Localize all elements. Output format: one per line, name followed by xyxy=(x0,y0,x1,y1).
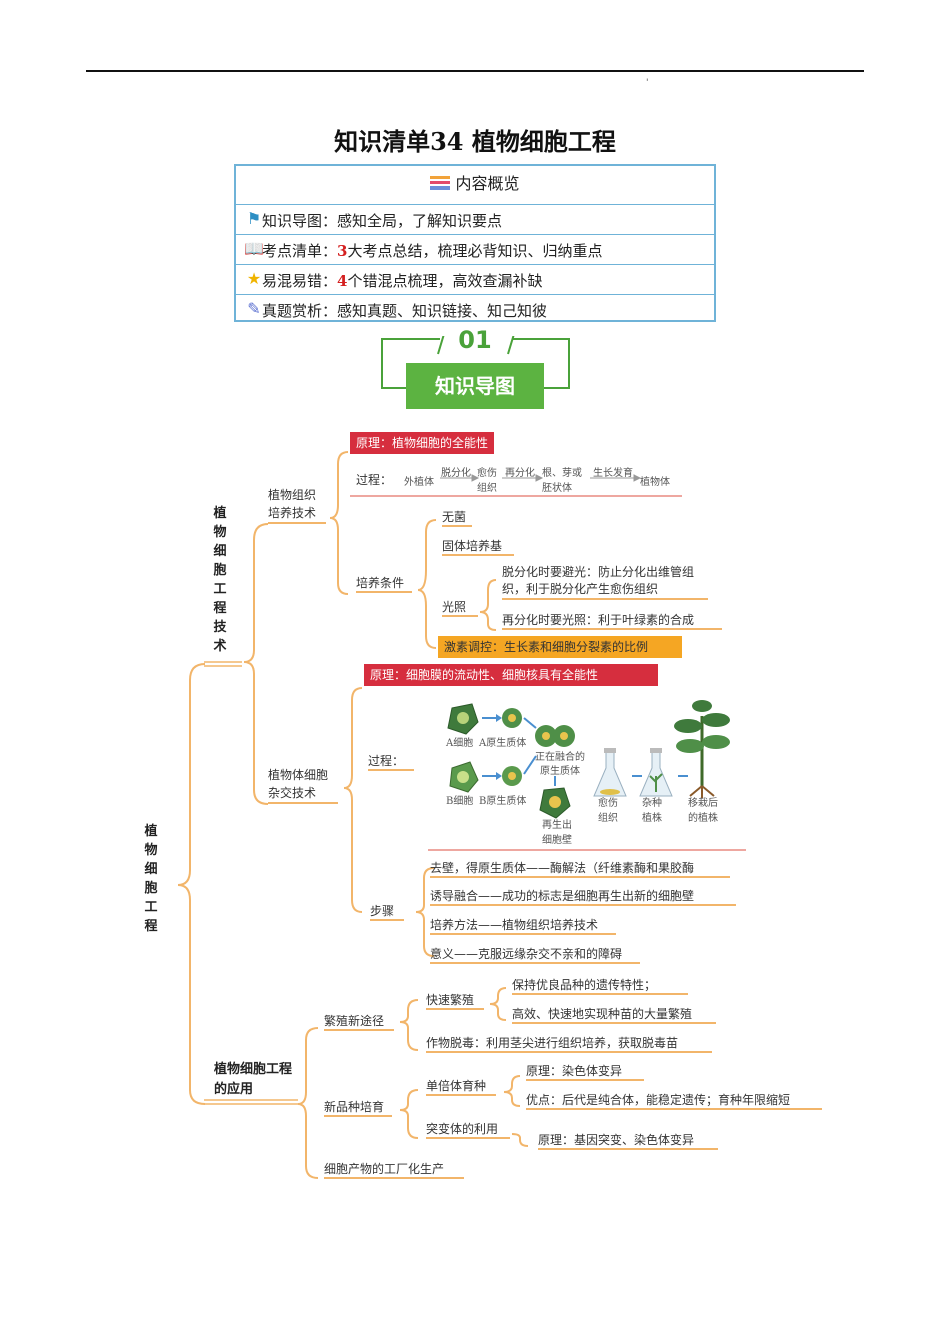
quiz-icon: ✎ xyxy=(247,299,261,318)
step-redifferentiation: 再分化 xyxy=(505,468,535,479)
fig-a-proto: A原生质体 xyxy=(479,738,527,749)
fig-transplant: 移栽后的植株 xyxy=(688,798,718,824)
corner-mark: ' xyxy=(646,78,649,88)
condition-medium: 固体培养基 xyxy=(442,537,514,556)
fig-b-cell: B细胞 xyxy=(446,796,474,807)
fig-hybrid-plant: 杂种植株 xyxy=(642,798,662,824)
mutant-principle: 原理：基因突变、染色体变异 xyxy=(538,1131,718,1150)
header-rule xyxy=(86,70,864,72)
hybrid-process-label: 过程： xyxy=(368,752,414,771)
haploid-label: 单倍体育种 xyxy=(426,1077,496,1096)
section-banner: 知识导图 xyxy=(406,363,544,409)
fig-b-proto: B原生质体 xyxy=(479,796,527,807)
tissue-culture-label: 植物组织培养技术 xyxy=(268,486,326,524)
plant-icon xyxy=(674,700,730,798)
tissue-principle-box: 原理：植物细胞的全能性 xyxy=(350,432,495,454)
branch-tech-label: 植物细胞工程技术 xyxy=(213,506,227,654)
b-cell-icon xyxy=(449,761,479,793)
overview-row: ★ 易混易错：4个错混点梳理，高效查漏补缺 xyxy=(236,264,714,295)
map-icon: ⚑ xyxy=(246,209,262,228)
section-number: 01 xyxy=(458,326,492,354)
steps-label: 步骤 xyxy=(370,902,404,921)
fig-fusing: 正在融合的原生质体 xyxy=(535,752,585,777)
step-item: 意义——克服远缘杂交不亲和的障碍 xyxy=(430,945,640,964)
fast-note-b: 高效、快速地实现种苗的大量繁殖 xyxy=(512,1005,716,1024)
haploid-advantage: 优点：后代是纯合体，能稳定遗传；育种年限缩短 xyxy=(526,1091,822,1110)
branch-application-label: 植物细胞工程的应用 xyxy=(214,1062,293,1097)
step-callus: 愈伤组织 xyxy=(477,468,497,494)
step-item: 去壁，得原生质体——酶解法（纤维素酶和果胶酶 xyxy=(430,859,730,878)
book-icon: 📖 xyxy=(244,239,264,258)
step-plant: 植物体 xyxy=(640,477,670,488)
overview-row: ✎ 真题赏析：感知真题、知识链接、知己知彼 xyxy=(236,294,714,323)
a-cell-icon xyxy=(447,703,479,735)
overview-table: 内容概览 ⚑ 知识导图：感知全局，了解知识要点 📖 考点清单：3大考点总结，梳理… xyxy=(234,164,716,322)
fig-wall: 再生出细胞壁 xyxy=(542,820,572,846)
fig-callus: 愈伤组织 xyxy=(598,798,618,824)
fast-propagation-label: 快速繁殖 xyxy=(426,991,484,1010)
breeding-label: 新品种培育 xyxy=(324,1098,392,1117)
condition-sterile: 无菌 xyxy=(442,508,472,527)
light-dark-note: 脱分化时要避光：防止分化出维管组织，利于脱分化产生愈伤组织 xyxy=(502,564,708,600)
detox-note: 作物脱毒：利用茎尖进行组织培养，获取脱毒苗 xyxy=(426,1034,712,1053)
star-icon: ★ xyxy=(246,269,262,288)
hybridization-figure xyxy=(447,700,730,819)
tissue-process-label: 过程： xyxy=(356,473,393,487)
hybrid-label: 植物体细胞杂交技术 xyxy=(268,766,338,804)
propagation-label: 繁殖新途径 xyxy=(324,1012,394,1031)
overview-row: ⚑ 知识导图：感知全局，了解知识要点 xyxy=(236,204,714,235)
list-icon xyxy=(430,176,451,190)
page-title: 知识清单34 植物细胞工程 xyxy=(334,127,616,156)
step-growth: 生长发育 xyxy=(593,468,633,479)
step-item: 培养方法——植物组织培养技术 xyxy=(430,916,616,935)
root-label: 植物细胞工程 xyxy=(144,824,158,934)
conditions-label: 培养条件 xyxy=(356,574,412,593)
step-roots-buds: 根、芽或胚状体 xyxy=(542,468,582,494)
step-item: 诱导融合——成功的标志是细胞再生出新的细胞壁 xyxy=(430,887,736,906)
condition-light: 光照 xyxy=(442,598,478,617)
fast-note-a: 保持优良品种的遗传特性； xyxy=(512,976,688,995)
mutant-label: 突变体的利用 xyxy=(426,1120,510,1139)
step-dedifferentiation: 脱分化 xyxy=(441,468,471,479)
overview-row: 📖 考点清单：3大考点总结，梳理必背知识、归纳重点 xyxy=(236,234,714,265)
fig-a-cell: A细胞 xyxy=(446,738,474,749)
haploid-principle: 原理：染色体变异 xyxy=(526,1062,644,1081)
hormone-box: 激素调控：生长素和细胞分裂素的比例 xyxy=(438,636,682,658)
industrial-label: 细胞产物的工厂化生产 xyxy=(324,1160,464,1179)
step-explant: 外植体 xyxy=(404,477,434,488)
section-frame xyxy=(381,336,570,389)
flask-icon xyxy=(639,748,673,797)
flask-icon xyxy=(593,748,627,797)
hybrid-principle-box: 原理：细胞膜的流动性、细胞核具有全能性 xyxy=(364,664,658,686)
light-on-note: 再分化时要光照：利于叶绿素的合成 xyxy=(502,611,722,630)
overview-header: 内容概览 xyxy=(236,166,714,204)
